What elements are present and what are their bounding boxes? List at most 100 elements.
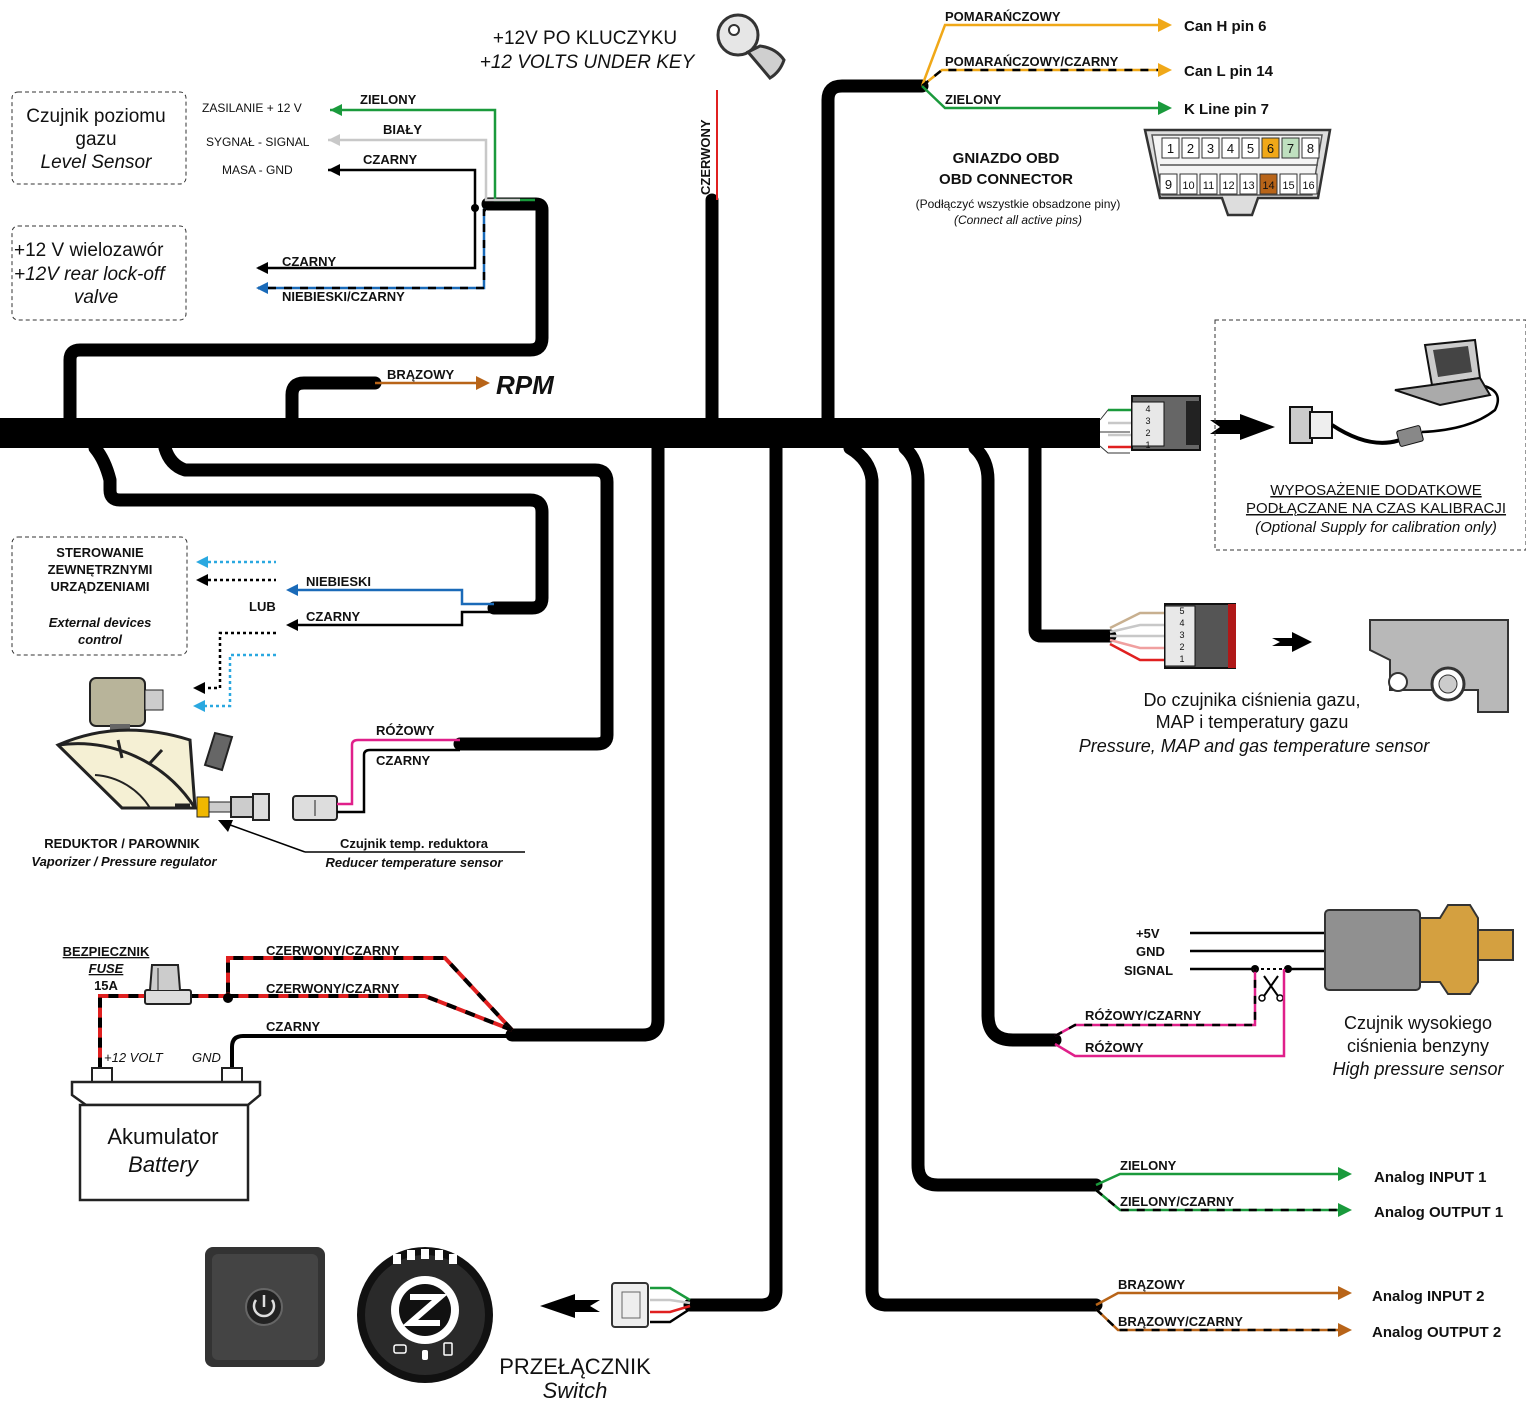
- level-pin-signal: SYGNAŁ - SIGNAL: [206, 135, 310, 149]
- analog1-wire-2: ZIELONY/CZARNY: [1120, 1194, 1234, 1209]
- battery-name-pl: Akumulator: [107, 1124, 218, 1149]
- fuse-rating: 15A: [94, 978, 118, 993]
- analog1-input: Analog INPUT 1: [1374, 1169, 1487, 1186]
- lockoff-group: +12 V wielozawór +12V rear lock-off valv…: [11, 225, 405, 321]
- map-sensor-line2: MAP i temperatury gazu: [1156, 712, 1349, 732]
- analog2-group: BRĄZOWY BRĄZOWY/CZARNY Analog INPUT 2 An…: [1095, 1277, 1501, 1341]
- obd-pin-number: 12: [1222, 180, 1234, 192]
- reducer-label-en: Vaporizer / Pressure regulator: [31, 854, 217, 869]
- obd-pin-number: 1: [1167, 141, 1174, 156]
- laptop-icon: [1394, 338, 1492, 407]
- calibration-line1: WYPOSAŻENIE DODATKOWE: [1270, 481, 1481, 499]
- analog2-output: Analog OUTPUT 2: [1372, 1324, 1501, 1341]
- level-pin-gnd: MASA - GND: [222, 163, 293, 177]
- rpm-label: RPM: [496, 370, 555, 400]
- external-or: LUB: [249, 599, 276, 614]
- obd-pin-box: [1199, 173, 1218, 195]
- switch-label-pl: PRZEŁĄCZNIK: [499, 1354, 651, 1379]
- external-box-line4: External devices: [49, 615, 152, 630]
- level-wire-green: ZIELONY: [360, 92, 417, 107]
- obd-pin-box: [1201, 137, 1220, 159]
- level-wire-white: BIAŁY: [383, 122, 422, 137]
- hp-pin-signal: SIGNAL: [1124, 963, 1173, 978]
- fuse-label-pl: BEZPIECZNIK: [63, 944, 150, 959]
- external-box-line1: STEROWANIE: [56, 545, 144, 560]
- obd-pin-number: 11: [1203, 180, 1214, 192]
- obd-pin-box: [1261, 137, 1280, 159]
- battery-wire-2: CZERWONY/CZARNY: [266, 981, 400, 996]
- reducer-sensor-pl: Czujnik temp. reduktora: [340, 836, 489, 851]
- obd-pin-box: [1219, 173, 1238, 195]
- battery-name-en: Battery: [128, 1152, 200, 1177]
- switch-square-icon: [205, 1247, 325, 1367]
- obd-pin-number: 15: [1282, 180, 1294, 192]
- ignition-label-pl: +12V PO KLUCZYKU: [493, 28, 677, 49]
- obd-pin-canh: Can H pin 6: [1184, 18, 1267, 35]
- obd-pin-number: 3: [1207, 141, 1214, 156]
- obd-pin-box: [1301, 137, 1320, 159]
- analog1-output: Analog OUTPUT 1: [1374, 1204, 1503, 1221]
- level-pin-supply: ZASILANIE + 12 V: [202, 101, 302, 115]
- obd-pin-box: [1279, 173, 1298, 195]
- analog1-wire-1: ZIELONY: [1120, 1158, 1177, 1173]
- pressure-sensor-icon: [1324, 904, 1514, 995]
- level-box-line1: Czujnik poziomu: [26, 106, 165, 127]
- fuse-label-en: FUSE: [89, 961, 124, 976]
- obd-pin-box: [1299, 173, 1318, 195]
- level-box-line3: Level Sensor: [41, 152, 153, 173]
- obd-pin-box: [1241, 137, 1260, 159]
- obd-pin-number: 7: [1287, 141, 1294, 156]
- arrow-right-icon: [1272, 632, 1312, 652]
- obd-pin-box: [1281, 137, 1300, 159]
- switch-round-icon: [357, 1247, 493, 1383]
- lockoff-box-line2: +12V rear lock-off: [14, 264, 166, 285]
- obd-pin-number: 9: [1165, 177, 1172, 192]
- obd-note-pl: (Podłączyć wszystkie obsadzone piny): [916, 197, 1121, 211]
- analog2-wire-1: BRĄZOWY: [1118, 1277, 1185, 1292]
- obd-note-en: (Connect all active pins): [954, 213, 1082, 227]
- reducer-wire-pink: RÓŻOWY: [376, 723, 435, 738]
- obd-title-en: OBD CONNECTOR: [939, 171, 1073, 188]
- vaporizer-icon: [55, 728, 270, 821]
- ignition-wire-label: CZERWONY: [698, 119, 713, 195]
- obd-pin-number: 6: [1267, 141, 1274, 156]
- map-sensor-line1: Do czujnika ciśnienia gazu,: [1143, 690, 1360, 710]
- hp-wire-pink: RÓŻOWY: [1085, 1040, 1144, 1055]
- hp-wire-pinkblack: RÓŻOWY/CZARNY: [1085, 1008, 1202, 1023]
- lockoff-wire-blueblack: NIEBIESKI/CZARNY: [282, 289, 405, 304]
- battery-group: CZERWONY/CZARNY CZERWONY/CZARNY CZARNY B…: [63, 943, 514, 1202]
- calibration-cable-icon: [1289, 383, 1500, 447]
- fuse-icon: [144, 964, 192, 1005]
- arrow-right-icon: [1210, 414, 1275, 440]
- calibration-line2: PODŁĄCZANE NA CZAS KALIBRACJI: [1246, 500, 1506, 517]
- calibration-line3: (Optional Supply for calibration only): [1255, 519, 1497, 536]
- level-wire-black: CZARNY: [363, 152, 417, 167]
- reducer-label-pl: REDUKTOR / PAROWNIK: [44, 836, 200, 851]
- external-group: STEROWANIE ZEWNĘTRZNYMI URZĄDZENIAMI Ext…: [11, 536, 494, 712]
- external-box-line5: control: [78, 632, 122, 647]
- external-wire-black: CZARNY: [306, 609, 360, 624]
- rpm-group: BRĄZOWY RPM: [375, 367, 555, 400]
- obd-pin-box: [1239, 173, 1258, 195]
- obd-pin-number: 16: [1302, 180, 1314, 192]
- obd-pin-number: 10: [1182, 180, 1194, 192]
- obd-pin-box: [1259, 173, 1278, 195]
- obd-pin-box: [1161, 137, 1180, 159]
- hp-sensor-line3: High pressure sensor: [1332, 1059, 1504, 1079]
- obd-pin-number: 13: [1242, 180, 1254, 192]
- analog2-input: Analog INPUT 2: [1372, 1288, 1485, 1305]
- obd-pin-canl: Can L pin 14: [1184, 63, 1274, 80]
- obd-pin-box: [1221, 137, 1240, 159]
- obd-wire-green: ZIELONY: [945, 92, 1002, 107]
- map-sensor-icon: [1369, 619, 1509, 713]
- external-wire-blue: NIEBIESKI: [306, 574, 371, 589]
- solenoid-icon: [89, 677, 164, 736]
- obd-wire-orangeblack: POMARAŃCZOWY/CZARNY: [945, 54, 1119, 69]
- switch-group: PRZEŁĄCZNIK Switch: [205, 1247, 691, 1403]
